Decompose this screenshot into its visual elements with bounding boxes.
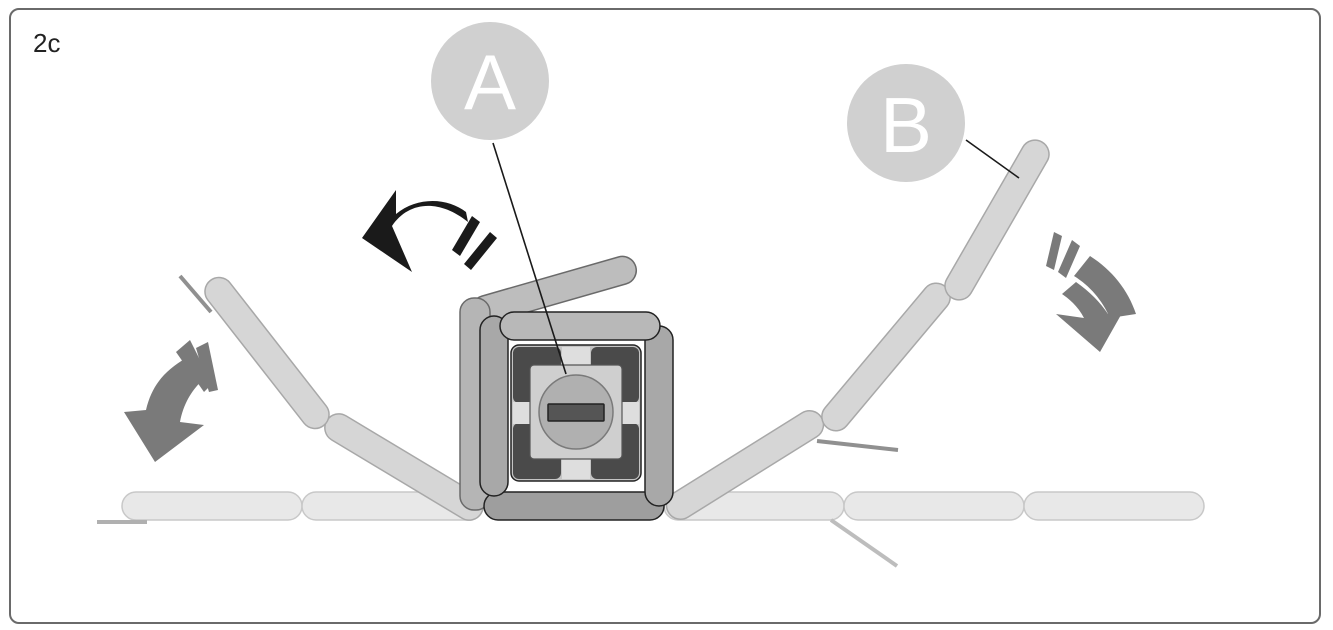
left-gray-arrow-motion-line-2 bbox=[196, 342, 218, 392]
right-arm bbox=[665, 139, 1050, 521]
pin-right-low bbox=[829, 518, 899, 568]
right-gray-arrow-motion-line-1 bbox=[1046, 232, 1062, 270]
pins bbox=[97, 274, 899, 568]
cube-right-post bbox=[644, 325, 674, 507]
right-gray-arrow-body bbox=[1056, 282, 1126, 352]
leader-lines bbox=[492, 139, 1020, 375]
center-cube bbox=[459, 255, 674, 521]
callout-b-circle bbox=[847, 64, 965, 182]
callout-a-letter: A bbox=[464, 38, 516, 126]
leader-line-b bbox=[965, 139, 1020, 179]
callout-a-circle bbox=[431, 22, 549, 140]
cube-bottom-link bbox=[483, 491, 665, 521]
right-arm-upper-link bbox=[944, 139, 1050, 301]
black-arrow-motion-line-1 bbox=[452, 216, 480, 256]
callout-a: A bbox=[431, 22, 549, 140]
left-gray-arrow-body bbox=[124, 358, 210, 462]
base-link-4 bbox=[843, 491, 1025, 521]
right-gray-rotate-arrow bbox=[1046, 232, 1136, 352]
hub-slot bbox=[547, 403, 605, 422]
cube-top-link bbox=[499, 311, 661, 341]
left-gray-arrow-motion-line-1 bbox=[176, 340, 212, 392]
left-arm bbox=[204, 276, 484, 521]
right-gray-arrow-tail bbox=[1074, 256, 1136, 318]
cube-left-post bbox=[479, 315, 509, 497]
leader-line-a bbox=[492, 142, 567, 375]
black-arrow-motion-line-2 bbox=[464, 232, 497, 270]
right-gray-arrow-motion-line-2 bbox=[1058, 240, 1080, 278]
pin-right-mid bbox=[816, 439, 899, 452]
black-rotate-arrow bbox=[362, 190, 497, 272]
pin-left-top bbox=[178, 274, 213, 314]
hub-module bbox=[510, 344, 642, 482]
left-arm-upper-link bbox=[204, 276, 330, 430]
base-link-5 bbox=[1023, 491, 1205, 521]
callout-b-letter: B bbox=[880, 81, 932, 169]
callout-b: B bbox=[847, 64, 965, 182]
black-arrow-body bbox=[362, 190, 468, 272]
right-arm-mid-link bbox=[821, 282, 951, 432]
left-gray-rotate-arrow bbox=[124, 340, 218, 462]
base-link-1 bbox=[121, 491, 303, 521]
step-label: 2c bbox=[33, 28, 61, 58]
